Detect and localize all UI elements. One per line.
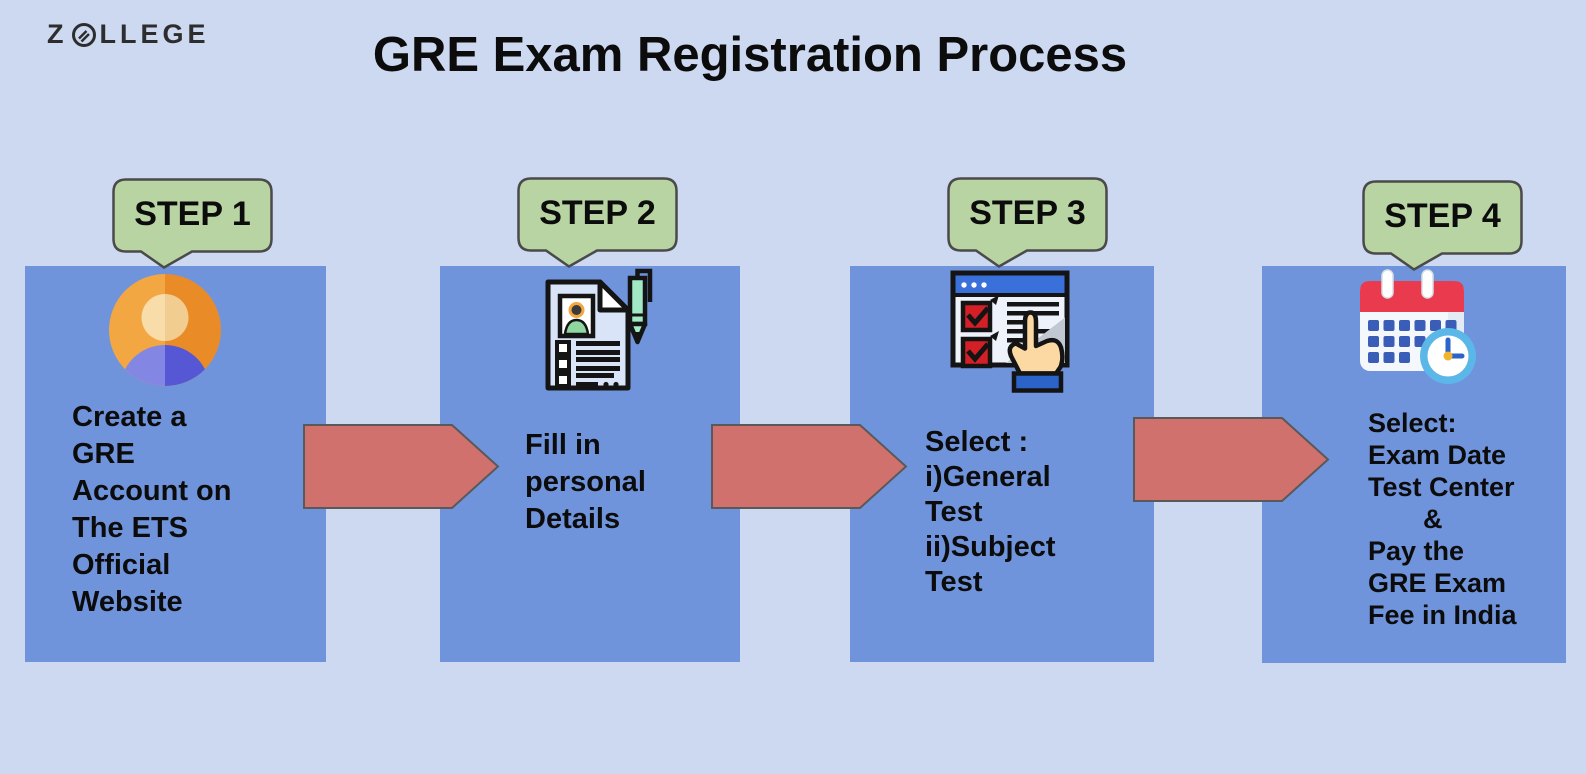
step-3-description: Select : i)General Test ii)Subject Test: [925, 425, 1056, 600]
arrow-step1-to-step2-icon: [303, 424, 500, 509]
personal-details-form-icon: [545, 268, 653, 391]
text-line: Pay the: [1368, 536, 1465, 566]
step-3-bubble: STEP 3: [947, 177, 1110, 269]
text-line: GRE Exam: [1368, 568, 1507, 598]
text-line: Fee in India: [1368, 600, 1517, 630]
calendar-clock-icon: [1360, 269, 1476, 384]
text-line: Test Center: [1368, 472, 1515, 502]
profile-avatar-icon: [109, 274, 221, 386]
logo-letters-llege: LLEGE: [99, 19, 210, 49]
logo-letter-z: Z: [47, 19, 68, 49]
text-line: Test: [925, 566, 983, 598]
text-line: Select:: [1368, 408, 1457, 438]
text-line: Fill in: [525, 429, 601, 461]
speech-bubble-shape: [1362, 180, 1523, 271]
text-line: Test: [925, 496, 983, 528]
step-1-bubble: STEP 1: [112, 178, 275, 270]
step-2-label: STEP 2: [539, 194, 656, 232]
text-line: Official: [72, 549, 171, 581]
text-line: Website: [72, 586, 183, 618]
step-4-description: Select: Exam Date Test Center & Pay the …: [1368, 407, 1517, 631]
zollege-logo: Z LLEGE: [47, 19, 210, 50]
step-3-label: STEP 3: [969, 194, 1086, 232]
step-1-description: Create a GRE Account on The ETS Official…: [72, 399, 232, 621]
arrow-step3-to-step4-icon: [1133, 417, 1330, 502]
step-2-description: Fill in personal Details: [525, 427, 646, 538]
text-line: Select :: [925, 426, 1029, 458]
step-1-label: STEP 1: [134, 195, 251, 233]
text-line: ii)Subject: [925, 531, 1056, 563]
speech-bubble-shape: [112, 178, 273, 269]
test-selection-checklist-icon: [950, 270, 1070, 393]
speech-bubble-shape: [947, 177, 1108, 268]
text-line: personal: [525, 466, 646, 498]
page-title: GRE Exam Registration Process: [372, 28, 1128, 82]
text-line: GRE: [72, 438, 135, 470]
speech-bubble-shape: [517, 177, 678, 268]
step-4-bubble: STEP 4: [1362, 180, 1525, 272]
zollege-o-icon: [71, 22, 96, 47]
text-line: Exam Date: [1368, 440, 1507, 470]
arrow-step2-to-step3-icon: [711, 424, 908, 509]
text-line: Details: [525, 503, 621, 535]
text-line: The ETS: [72, 512, 189, 544]
text-line: Account on: [72, 475, 232, 507]
text-line: Create a: [72, 401, 187, 433]
step-2-bubble: STEP 2: [517, 177, 680, 269]
step-4-label: STEP 4: [1384, 197, 1501, 235]
text-line: &: [1423, 504, 1443, 534]
text-line: i)General: [925, 461, 1051, 493]
step-1-card: Create a GRE Account on The ETS Official…: [25, 266, 326, 662]
